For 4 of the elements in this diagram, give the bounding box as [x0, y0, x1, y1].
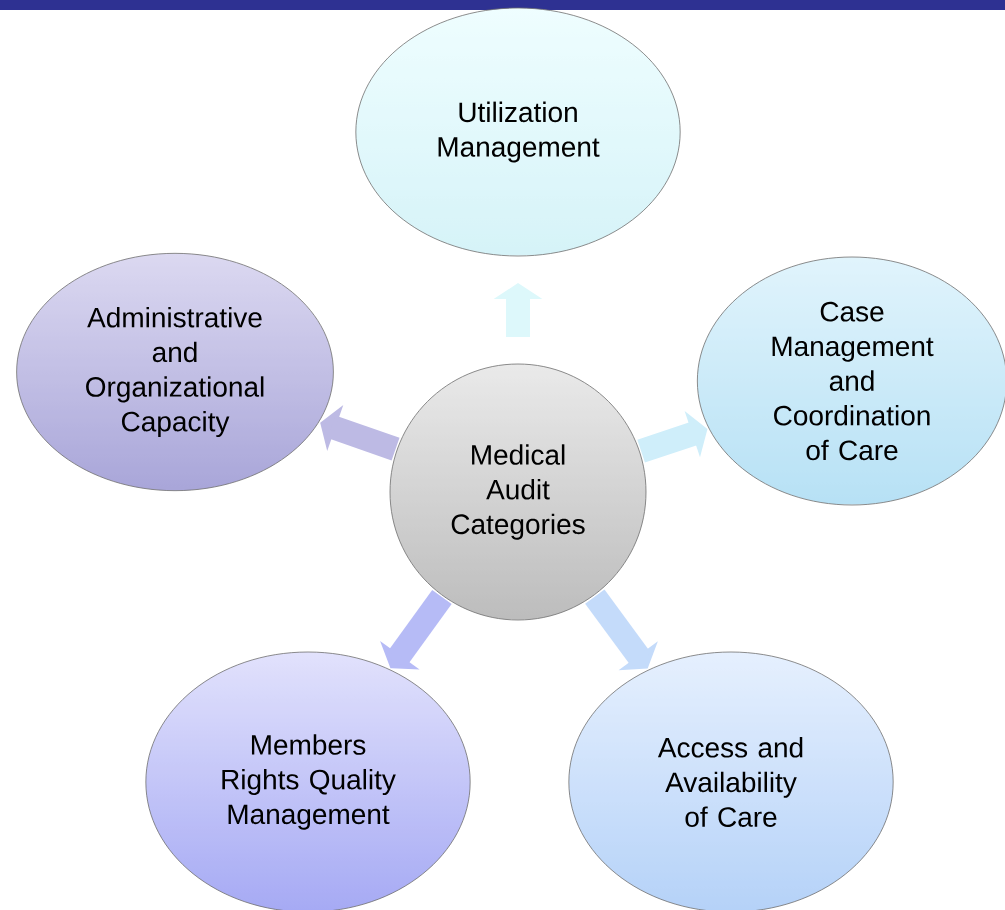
ellipse-node: Utilization Management	[355, 7, 681, 257]
ellipse-node: Medical Audit Categories	[389, 363, 647, 621]
block-arrow	[637, 410, 708, 463]
ellipse-node: Administrative and Organizational Capacity	[16, 252, 334, 492]
